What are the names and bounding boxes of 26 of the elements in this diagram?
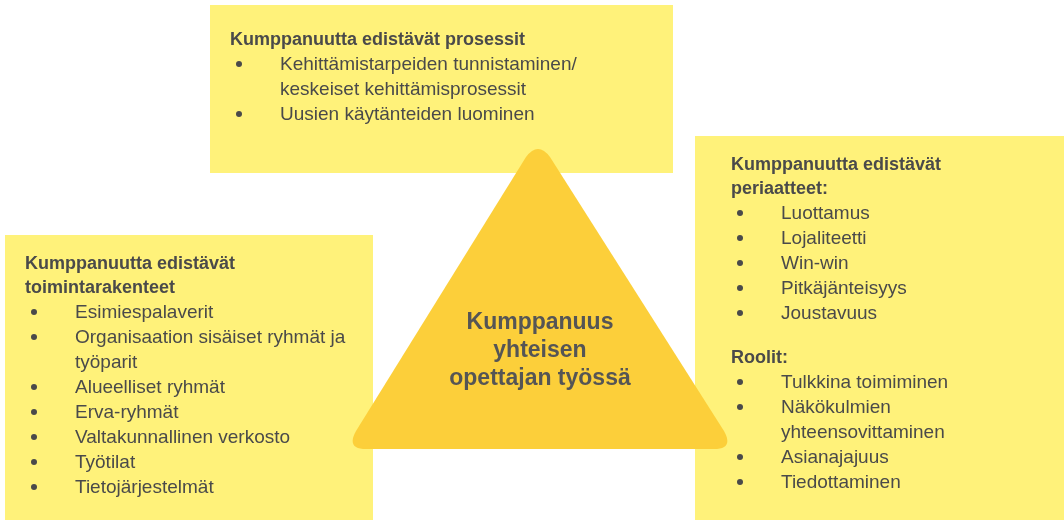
bullet-item: Uusien käytänteiden luominen bbox=[230, 101, 650, 126]
bullet-item: Kehittämistarpeiden tunnistaminen/ keskeiset kehittämisprosessit bbox=[230, 51, 650, 101]
info-panel bbox=[695, 136, 1064, 520]
info-panel bbox=[210, 5, 673, 173]
bullet-item: Joustavuus bbox=[731, 300, 1051, 325]
bullet-item: Tietojärjestelmät bbox=[25, 474, 355, 499]
panel-heading: Roolit: bbox=[731, 346, 789, 369]
bullet-item: Tulkkina toimiminen bbox=[731, 369, 1051, 394]
bullet-item: Lojaliteetti bbox=[731, 225, 1051, 250]
bullet-item: Tiedottaminen bbox=[731, 469, 1051, 494]
bullet-item: Valtakunnallinen verkosto bbox=[25, 424, 355, 449]
bullet-item: Erva-ryhmät bbox=[25, 399, 355, 424]
panel-heading: Kumppanuutta edistävät periaatteet: bbox=[731, 153, 943, 200]
bullet-item: Pitkäjänteisyys bbox=[731, 275, 1051, 300]
bullet-item: Asianajajuus bbox=[731, 444, 1051, 469]
center-title: Kumppanuus yhteisen opettajan työssä bbox=[448, 307, 632, 391]
info-panel bbox=[5, 235, 373, 520]
panel-heading: Kumppanuutta edistävät toimintarakenteet bbox=[25, 252, 237, 299]
panel-heading: Kumppanuutta edistävät prosessit bbox=[230, 28, 527, 51]
bullet-item: Win-win bbox=[731, 250, 1051, 275]
bullet-item: Luottamus bbox=[731, 200, 1051, 225]
bullet-item: Esimiespalaverit bbox=[25, 299, 355, 324]
bullet-item: Työtilat bbox=[25, 449, 355, 474]
bullet-item: Alueelliset ryhmät bbox=[25, 374, 355, 399]
bullet-item: Näkökulmien yhteensovittaminen bbox=[731, 394, 1051, 444]
bullet-item: Organisaation sisäiset ryhmät ja työparit bbox=[25, 324, 355, 374]
